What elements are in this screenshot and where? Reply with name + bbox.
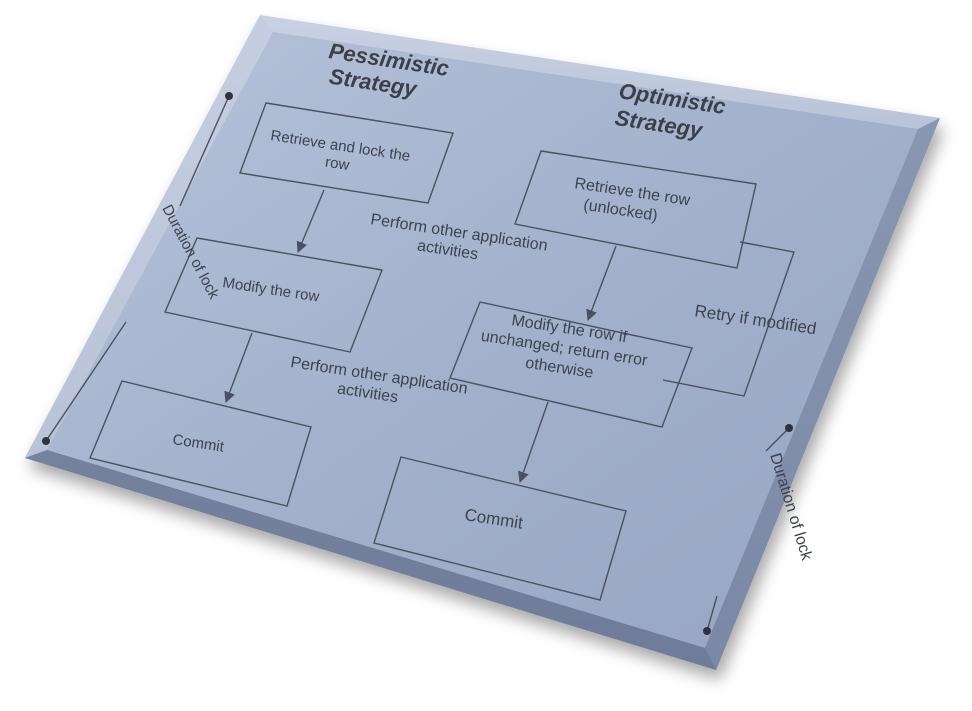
pessimistic-modify-box [164,237,383,353]
optimistic-arrow-2 [518,401,549,484]
pessimistic-retrieve-lock-box [239,102,454,204]
slide-panel [25,15,940,670]
pessimistic-arrow-2 [224,332,253,404]
optimistic-title: Optimistic Strategy [613,78,733,146]
pessimistic-commit-box [89,380,312,507]
optimistic-retrieve-box [514,150,757,269]
optimistic-duration-bar [703,424,793,635]
optimistic-retry-loop [662,241,795,397]
pessimistic-duration-bar [42,92,233,445]
optimistic-commit-box [373,456,627,601]
optimistic-modify-box [449,301,693,428]
pessimistic-arrow-1 [296,189,325,254]
optimistic-arrow-1 [586,245,617,322]
